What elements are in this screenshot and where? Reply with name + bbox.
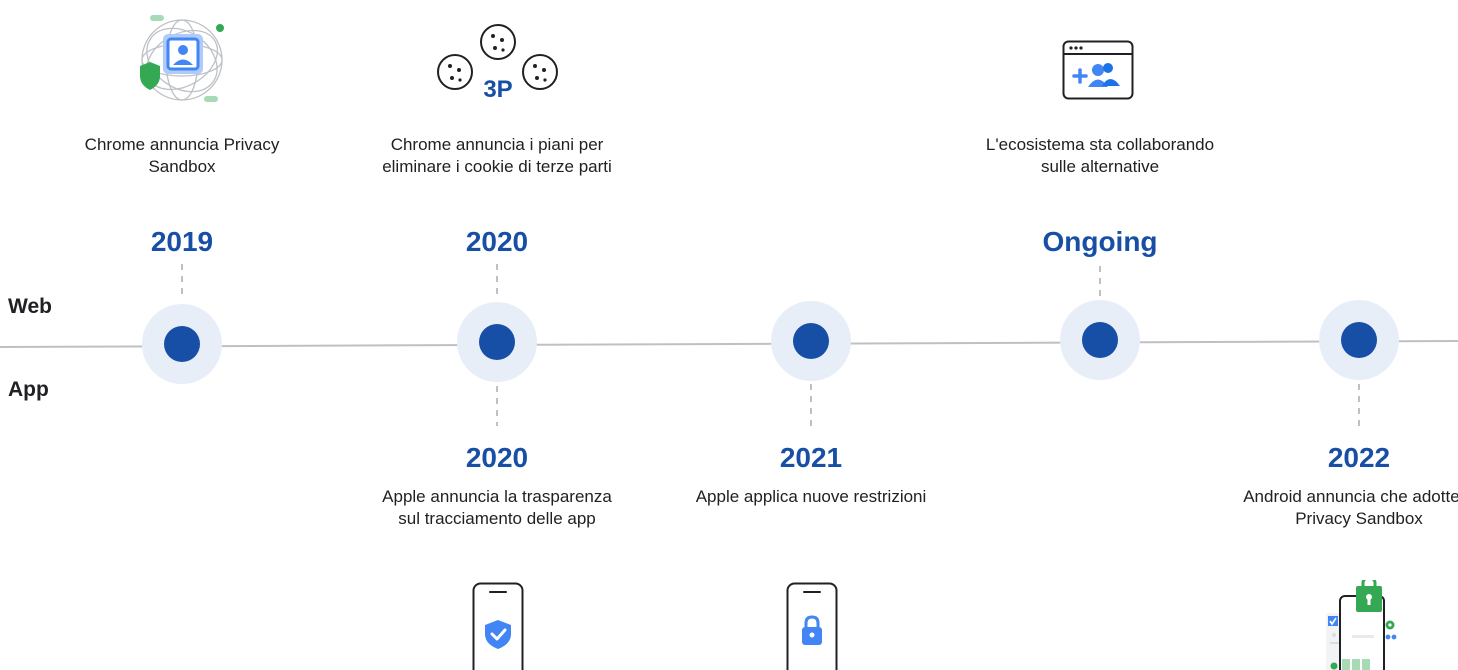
event-description-2021: Apple applica nuove restrizioni xyxy=(695,487,927,506)
third-party-badge: 3P xyxy=(483,76,512,102)
event-description-ongoing: L'ecosistema sta collaborando sulle alte… xyxy=(985,135,1215,176)
lane-label-app: App xyxy=(8,378,49,401)
timeline-dot-2021 xyxy=(771,301,851,381)
event-year-2020-app: 2020 xyxy=(465,442,529,473)
event-year-2020-web: 2020 xyxy=(465,226,529,257)
event-year-2021: 2021 xyxy=(779,442,843,473)
phone-shield-icon xyxy=(472,582,524,670)
timeline-dot-2020 xyxy=(457,302,537,382)
event-year-ongoing: Ongoing xyxy=(1042,226,1158,257)
event-description-2022: Android annuncia che adotterà Privacy Sa… xyxy=(1243,487,1458,528)
timeline-dot-2022 xyxy=(1319,300,1399,380)
timeline-dot-2019 xyxy=(142,304,222,384)
privacy-sandbox-globe-icon xyxy=(140,15,224,102)
third-party-cookies-icon: 3P xyxy=(437,24,558,102)
event-description-2019: Chrome annuncia Privacy Sandbox xyxy=(84,135,280,176)
ecosystem-collaboration-icon xyxy=(1062,40,1134,100)
android-privacy-sandbox-icon xyxy=(1326,580,1397,670)
timeline-dot-ongoing xyxy=(1060,300,1140,380)
event-year-2019: 2019 xyxy=(150,226,214,257)
event-description-2020-app: Apple annuncia la trasparenza sul tracci… xyxy=(382,487,612,528)
lane-label-web: Web xyxy=(8,295,52,318)
event-year-2022: 2022 xyxy=(1327,442,1391,473)
event-description-2020-web: Chrome annuncia i piani per eliminare i … xyxy=(382,135,612,176)
phone-lock-icon xyxy=(786,582,838,670)
